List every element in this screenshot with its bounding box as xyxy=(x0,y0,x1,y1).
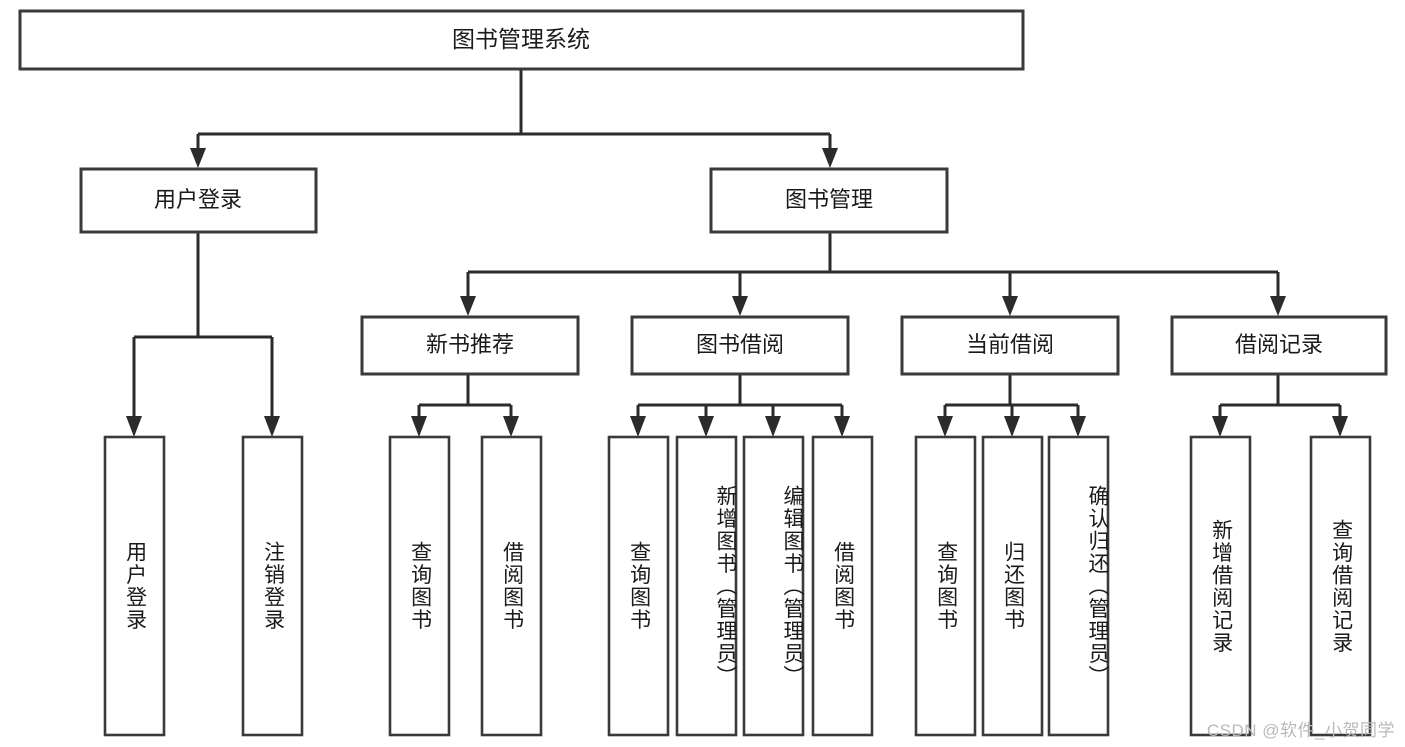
leaf-box-return-book[interactable] xyxy=(981,435,1044,737)
leaf-box-confirm-return[interactable] xyxy=(1047,435,1110,737)
edges-book-borrow-to-leaves xyxy=(630,374,850,437)
node-book-management[interactable]: 图书管理 xyxy=(709,167,949,234)
edges-user-login-to-leaves xyxy=(126,232,280,437)
node-borrow-record-box xyxy=(1170,315,1388,376)
leaf-box-query-book-b[interactable] xyxy=(607,435,670,737)
arrow-to-book-mgmt xyxy=(822,148,838,168)
arrow-to-current-borrow xyxy=(1002,296,1018,316)
arrow-leaf-logout xyxy=(264,416,280,437)
node-root-box xyxy=(18,9,1025,71)
arrow-leaf-query-book-c xyxy=(937,416,953,437)
node-current-borrow-label: 当前借阅 xyxy=(966,332,1054,357)
leaf-box-query-book-a[interactable] xyxy=(388,435,451,737)
node-current-borrow[interactable]: 当前借阅 xyxy=(900,315,1120,376)
edges-current-borrow-to-leaves xyxy=(937,374,1086,437)
node-user-login[interactable]: 用户登录 xyxy=(79,167,318,234)
leaf-box-logout[interactable] xyxy=(241,435,304,737)
arrow-to-book-borrow xyxy=(732,296,748,316)
node-new-book-recommend[interactable]: 新书推荐 xyxy=(360,315,580,376)
leaf-box-borrow-book-b[interactable] xyxy=(811,435,874,737)
node-new-book-recommend-box xyxy=(360,315,580,376)
arrow-to-new-book xyxy=(460,296,476,316)
node-book-management-label: 图书管理 xyxy=(785,187,873,212)
node-borrow-record-label: 借阅记录 xyxy=(1235,332,1323,357)
leaf-box-borrow-book-a[interactable] xyxy=(480,435,543,737)
arrow-leaf-query-record xyxy=(1332,416,1348,437)
arrow-leaf-query-book-b xyxy=(630,416,646,437)
leaf-box-edit-book[interactable] xyxy=(742,435,805,737)
edges-book-mgmt-to-level3 xyxy=(460,232,1286,316)
leaf-box-add-record[interactable] xyxy=(1189,435,1252,737)
arrow-leaf-return-book xyxy=(1004,416,1020,437)
arrow-leaf-edit-book xyxy=(765,416,781,437)
arrow-leaf-add-record xyxy=(1212,416,1228,437)
watermark-text: CSDN @软件_小贺同学 xyxy=(1206,721,1395,740)
arrow-to-borrow-record xyxy=(1270,296,1286,316)
node-book-borrow-box xyxy=(630,315,850,376)
node-book-management-box xyxy=(709,167,949,234)
arrow-to-user-login xyxy=(190,148,206,168)
node-user-login-label: 用户登录 xyxy=(154,187,242,212)
node-book-borrow[interactable]: 图书借阅 xyxy=(630,315,850,376)
arrow-leaf-borrow-book-a xyxy=(503,416,519,437)
node-current-borrow-box xyxy=(900,315,1120,376)
node-root-label: 图书管理系统 xyxy=(452,26,590,52)
node-root-book-management-system[interactable]: 图书管理系统 xyxy=(18,9,1025,71)
node-new-book-recommend-label: 新书推荐 xyxy=(426,332,514,357)
arrow-leaf-query-book-a xyxy=(411,416,427,437)
arrow-leaf-confirm-return xyxy=(1070,416,1086,437)
edges-root-to-level2 xyxy=(190,69,838,168)
leaf-box-add-book[interactable] xyxy=(675,435,738,737)
node-user-login-box xyxy=(79,167,318,234)
node-book-borrow-label: 图书借阅 xyxy=(696,332,784,357)
arrow-leaf-user-login xyxy=(126,416,142,437)
leaf-box-query-record[interactable] xyxy=(1309,435,1372,737)
node-borrow-record[interactable]: 借阅记录 xyxy=(1170,315,1388,376)
leaf-boxes xyxy=(103,435,1372,737)
edges-borrow-record-to-leaves xyxy=(1212,374,1348,437)
arrow-leaf-borrow-book-b xyxy=(834,416,850,437)
edges-new-book-to-leaves xyxy=(411,374,519,437)
leaf-box-query-book-c[interactable] xyxy=(914,435,977,737)
leaf-box-user-login[interactable] xyxy=(103,435,166,737)
arrow-leaf-add-book xyxy=(698,416,714,437)
